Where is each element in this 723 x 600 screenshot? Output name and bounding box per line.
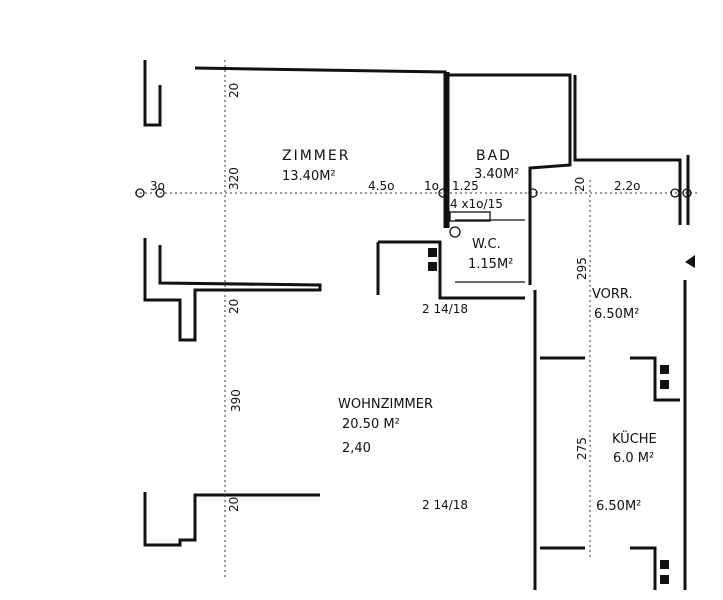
dim-10: 1o <box>424 179 439 193</box>
room-name-wc: W.C. <box>472 237 501 252</box>
room-name-vorraum: VORR. <box>592 287 633 302</box>
room-name-bad: BAD <box>476 148 512 164</box>
dim-450: 4.5o <box>368 179 394 193</box>
stair-note-upper: 2 14/18 <box>422 302 468 316</box>
room-area-vorraum: 6.50M² <box>594 307 639 322</box>
room-name-zimmer: ZIMMER <box>282 148 350 164</box>
room-area-wohnzimmer: 20.50 M² <box>342 417 400 432</box>
area-correction: 2,40 <box>342 441 371 456</box>
stair-note-lower: 2 14/18 <box>422 498 468 512</box>
dim-30: 3o <box>150 179 165 193</box>
dim-20-mid: 20 <box>227 299 241 314</box>
dim-20-top: 20 <box>227 83 241 98</box>
dim-295: 295 <box>575 257 589 280</box>
room-name-kueche: KÜCHE <box>612 430 657 447</box>
dim-20-bottom: 20 <box>227 497 241 512</box>
dimension-lines <box>135 60 700 584</box>
room-area-kueche: 6.0 M² <box>613 451 654 466</box>
walls <box>143 60 690 590</box>
vent-note: 4 x1o/15 <box>450 197 503 211</box>
room-area-zimmer: 13.40M² <box>282 169 336 184</box>
room-area-wc: 1.15M² <box>468 257 513 272</box>
room-name-wohnzimmer: WOHNZIMMER <box>338 397 433 412</box>
dim-125: 1.25 <box>452 179 479 193</box>
dim-390: 390 <box>229 389 243 412</box>
dim-220: 2.2o <box>614 179 640 193</box>
room-area-lower: 6.50M² <box>596 499 641 514</box>
dim-20-right: 20 <box>573 177 587 192</box>
dim-275: 275 <box>575 437 589 460</box>
room-area-bad: 3.40M² <box>474 167 519 182</box>
dim-320: 320 <box>227 167 241 190</box>
